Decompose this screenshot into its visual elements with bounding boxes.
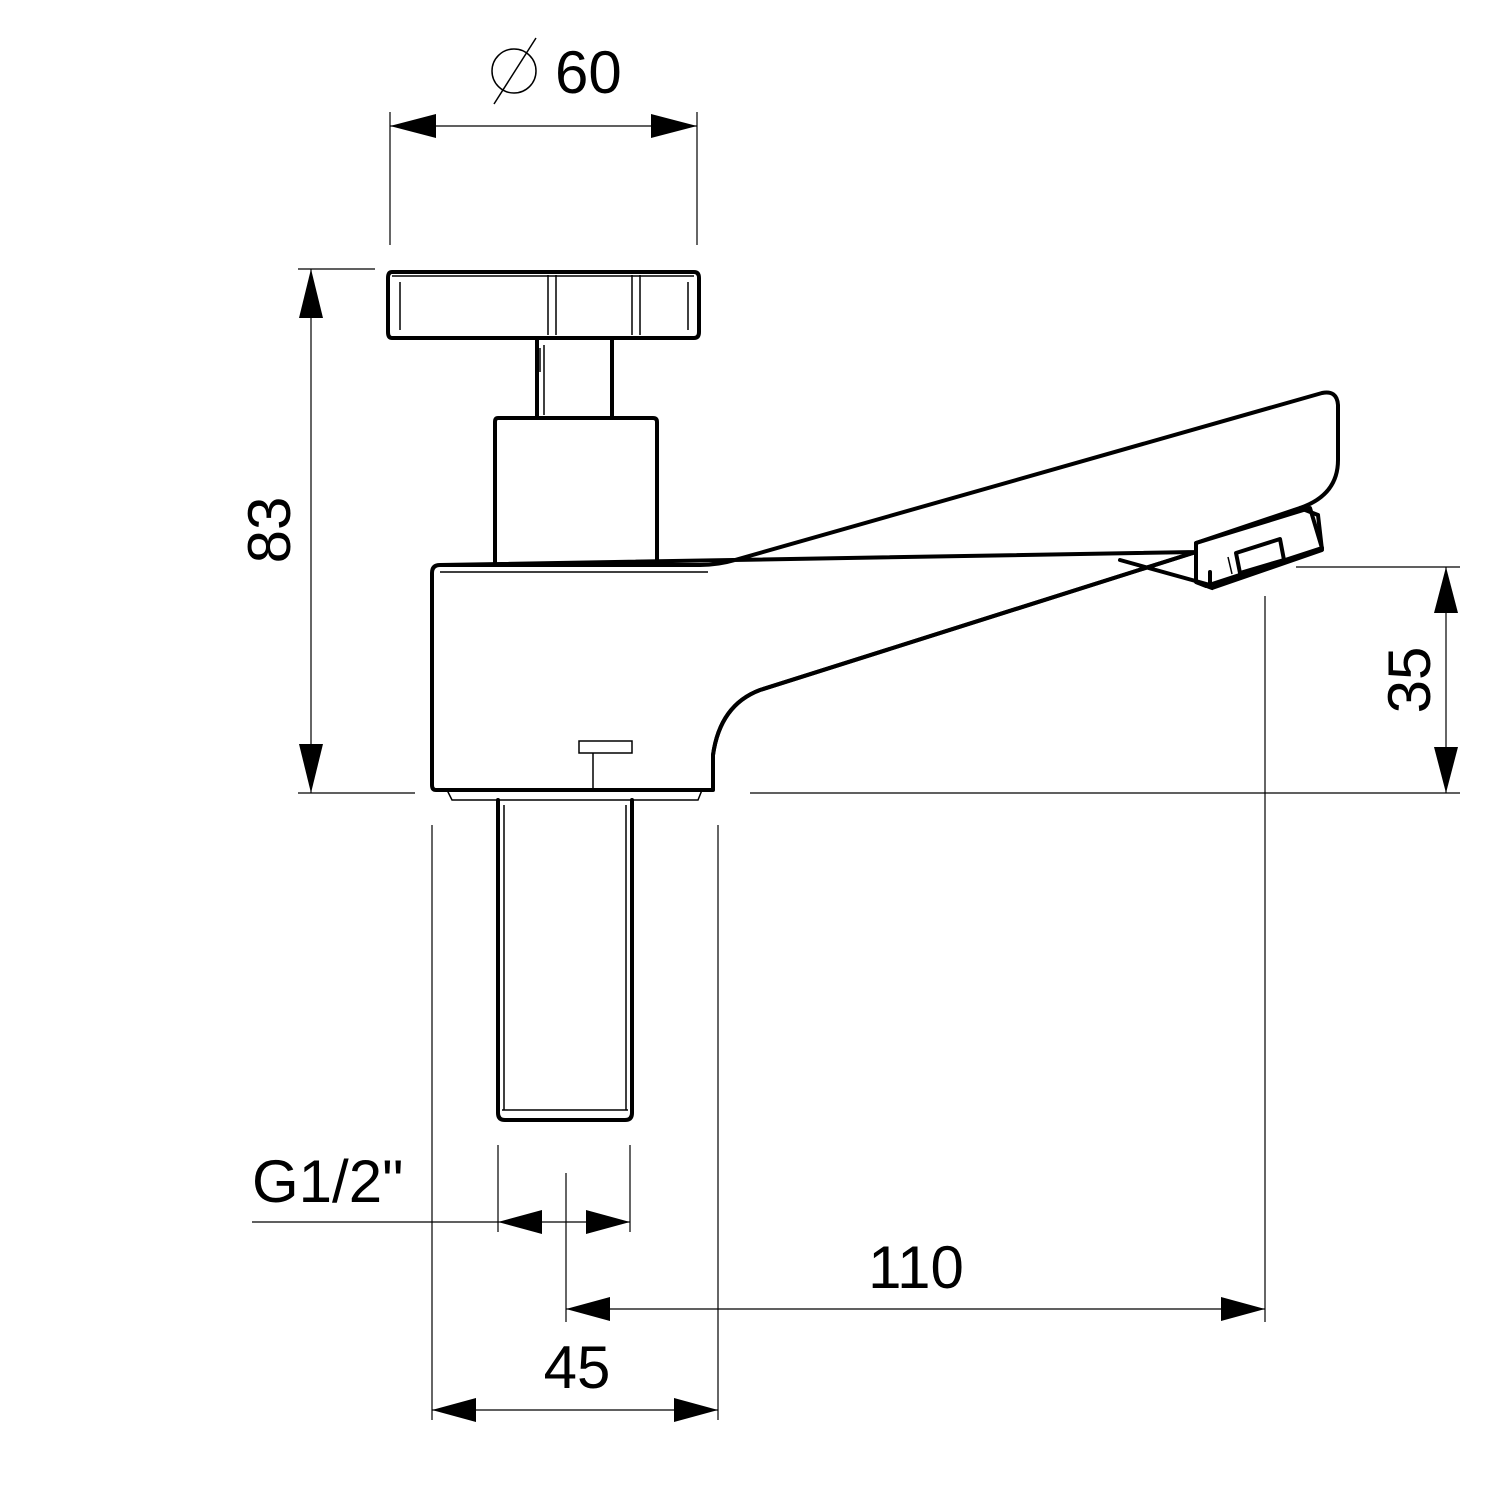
height-total-value: 83 <box>236 497 303 564</box>
base-width-value: 45 <box>544 1334 611 1401</box>
height-outlet-value: 35 <box>1376 647 1443 714</box>
dimension-total-height: 83 <box>236 268 415 794</box>
reach-value: 110 <box>868 1234 964 1301</box>
aerator <box>1194 506 1324 588</box>
body-spout <box>430 390 1340 792</box>
dimension-outlet-height: 35 <box>750 566 1460 794</box>
spout-underside <box>711 550 1198 757</box>
faucet-outline <box>386 270 1340 1122</box>
base-plate <box>445 789 704 801</box>
stem <box>535 336 614 420</box>
logo-mark <box>578 740 633 754</box>
threaded-shank <box>496 798 634 1122</box>
thread-value: G1/2" <box>252 1148 403 1215</box>
dimension-reach: 110 <box>565 596 1266 1322</box>
diameter-symbol-icon <box>491 48 537 94</box>
handle <box>386 270 701 340</box>
dimension-thread: G1/2" <box>252 1145 631 1234</box>
bonnet <box>493 416 659 567</box>
dimension-base-width: 45 <box>431 825 719 1422</box>
diameter-value: 60 <box>555 39 622 106</box>
dimension-diameter: 60 <box>389 37 698 245</box>
